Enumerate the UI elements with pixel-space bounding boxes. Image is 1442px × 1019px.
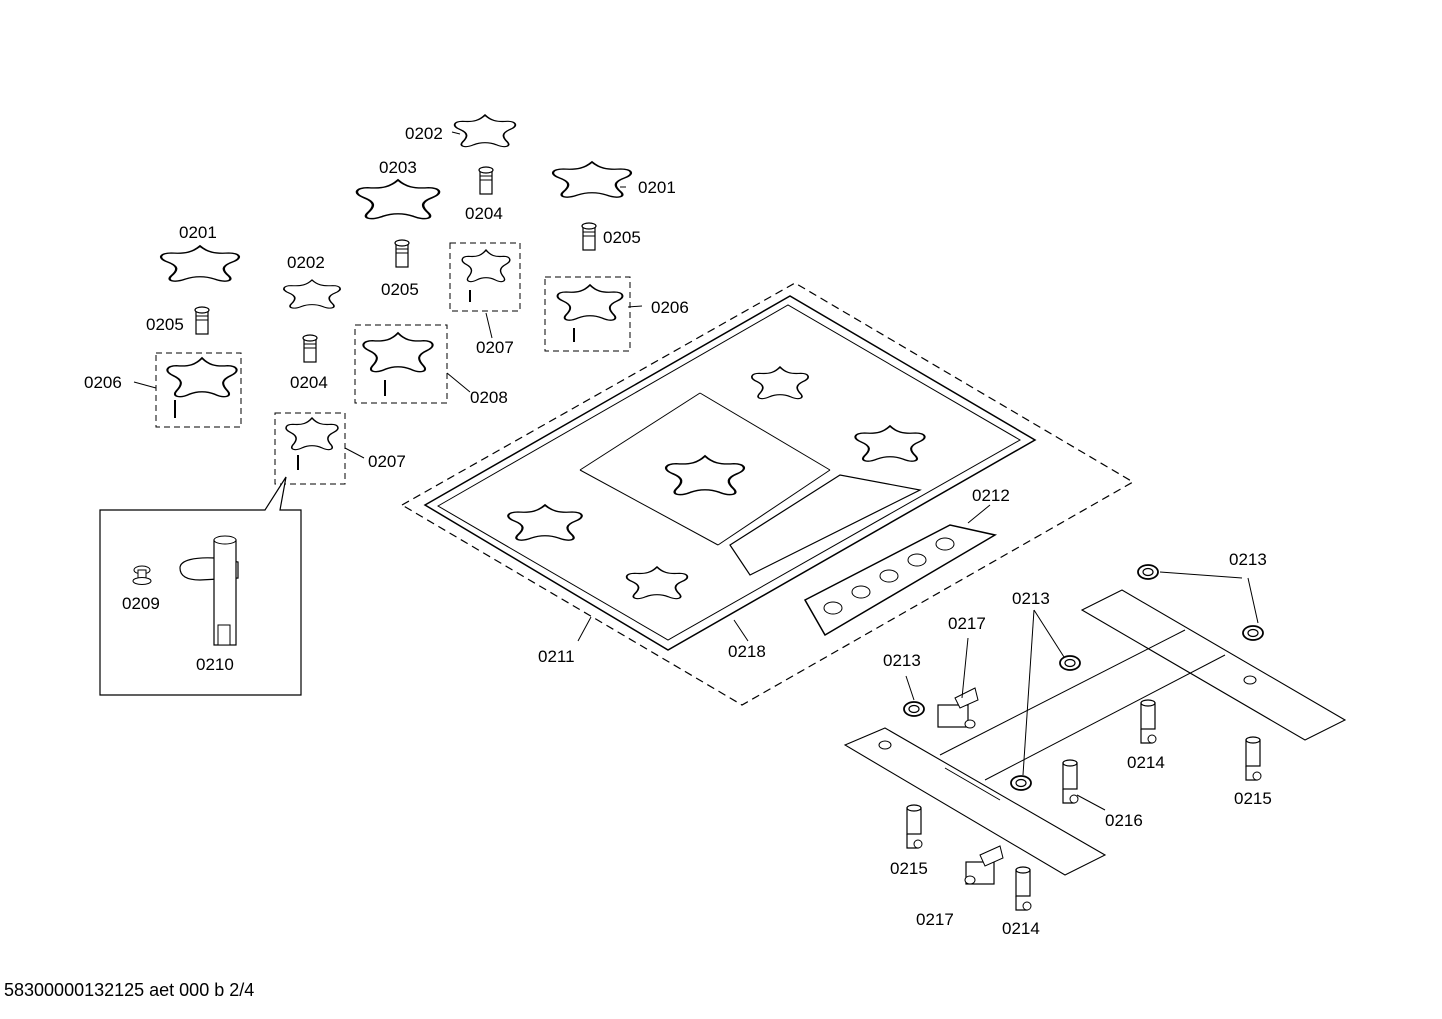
label-0201: 0201 [179, 223, 217, 242]
valve-0214-b [1015, 866, 1032, 911]
label-0209: 0209 [122, 594, 160, 613]
valve-0214-a [1140, 699, 1157, 744]
leader-lines [133, 131, 1259, 811]
label-0210: 0210 [196, 655, 234, 674]
valve-0216 [1062, 759, 1079, 804]
drawing-reference: 58300000132125 aet 000 b 2/4 [4, 980, 255, 1000]
label-0214: 0214 [1002, 919, 1040, 938]
detail-box-thermocouple [99, 476, 302, 696]
burner-cap-0202-left [283, 279, 341, 309]
label-0206: 0206 [651, 298, 689, 317]
label-0215: 0215 [1234, 789, 1272, 808]
label-0205: 0205 [603, 228, 641, 247]
spreader-0204-top [478, 166, 494, 195]
label-0217: 0217 [916, 910, 954, 929]
burner-cap-0201-right [551, 160, 633, 199]
nut-0213-e [1010, 775, 1032, 791]
burner-cap-0202-top [453, 114, 517, 148]
label-0217: 0217 [948, 614, 986, 633]
nut-0213-c [1059, 655, 1081, 671]
label-0202: 0202 [287, 253, 325, 272]
label-0213: 0213 [1012, 589, 1050, 608]
valve-0215-b [906, 804, 923, 849]
label-0203: 0203 [379, 158, 417, 177]
label-0213: 0213 [1229, 550, 1267, 569]
burner-assembly-0207-left [274, 412, 346, 485]
label-0213: 0213 [883, 651, 921, 670]
screw-0209 [132, 565, 152, 585]
label-0204: 0204 [465, 204, 503, 223]
gas-rail-frame [843, 589, 1347, 876]
label-0214: 0214 [1127, 753, 1165, 772]
burner-cap-0201-left [159, 244, 241, 283]
solenoid-0217-b [964, 845, 1004, 885]
burner-assembly-0206-left [155, 352, 242, 428]
label-0211: 0211 [538, 647, 575, 666]
valve-0215-a [1245, 736, 1262, 781]
label-0208: 0208 [470, 388, 508, 407]
hob-tray-0211 [400, 282, 1135, 706]
label-0207: 0207 [368, 452, 406, 471]
spreader-0205-mid [394, 239, 410, 268]
switch-plate-0212 [803, 524, 998, 637]
burner-cap-0203 [355, 178, 441, 220]
burner-assembly-0206-right [544, 276, 631, 352]
label-0215: 0215 [890, 859, 928, 878]
callout-labels: 0202 0203 0204 0201 0205 0201 0202 0205 … [84, 124, 1272, 938]
nut-0213-a [1137, 564, 1159, 580]
label-0207: 0207 [476, 338, 514, 357]
nut-0213-d [903, 701, 925, 717]
label-0212: 0212 [972, 486, 1010, 505]
control-strip-0218 [729, 474, 922, 576]
label-0205: 0205 [381, 280, 419, 299]
label-0206: 0206 [84, 373, 122, 392]
spreader-0205-left [194, 306, 210, 335]
label-0205: 0205 [146, 315, 184, 334]
thermocouple-0210 [179, 535, 239, 646]
label-0201: 0201 [638, 178, 676, 197]
label-0202: 0202 [405, 124, 443, 143]
spreader-0205-right [581, 222, 597, 251]
label-0216: 0216 [1105, 811, 1143, 830]
burner-assembly-0207-top [449, 242, 521, 312]
nut-0213-b [1242, 625, 1264, 641]
label-0218: 0218 [728, 642, 766, 661]
solenoid-0217-a [937, 687, 979, 729]
label-0204: 0204 [290, 373, 328, 392]
spreader-0204-left [302, 334, 318, 363]
burner-assembly-0208 [354, 324, 448, 404]
